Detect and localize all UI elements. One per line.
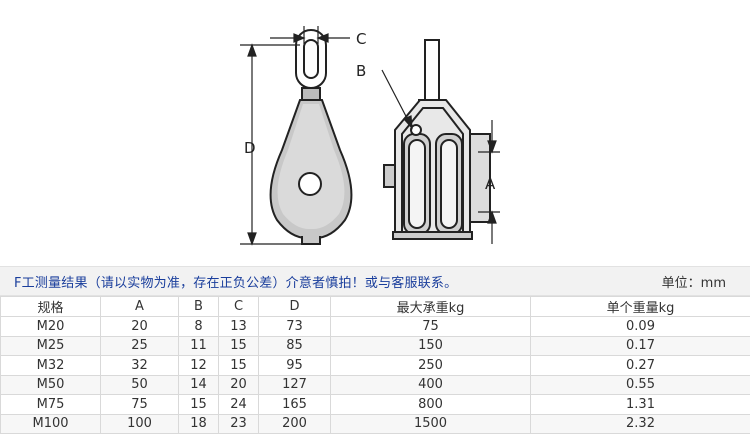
spec-table: 规格 A B C D 最大承重kg 单个重量kg M20 20 8 13 73 … — [0, 296, 750, 434]
cell-spec: M32 — [0, 355, 101, 376]
cell-a: 100 — [100, 413, 179, 434]
cell-max-load: 400 — [330, 374, 531, 395]
header-b: B — [178, 296, 219, 317]
cell-a: 32 — [100, 355, 179, 376]
cell-c: 20 — [218, 374, 259, 395]
label-c: C — [356, 30, 366, 48]
pulley-front-view — [383, 39, 491, 240]
cell-unit-weight: 0.17 — [530, 335, 750, 356]
cell-unit-weight: 0.09 — [530, 316, 750, 337]
cell-unit-weight: 0.55 — [530, 374, 750, 395]
unit-label: 单位：mm — [661, 276, 726, 291]
cell-max-load: 250 — [330, 355, 531, 376]
cell-d: 127 — [258, 374, 331, 395]
dimension-a — [478, 120, 500, 244]
cell-c: 13 — [218, 316, 259, 337]
table-row: M50 50 14 20 127 400 0.55 — [0, 374, 750, 395]
cell-max-load: 75 — [330, 316, 531, 337]
header-unit-weight: 单个重量kg — [530, 296, 750, 317]
label-a: A — [485, 175, 496, 193]
table-row: M32 32 12 15 95 250 0.27 — [0, 355, 750, 376]
dimension-c — [270, 26, 350, 44]
cell-max-load: 150 — [330, 335, 531, 356]
cell-d: 85 — [258, 335, 331, 356]
cell-b: 12 — [178, 355, 219, 376]
dimension-b — [381, 69, 413, 130]
cell-d: 200 — [258, 413, 331, 434]
header-d: D — [258, 296, 331, 317]
cell-a: 50 — [100, 374, 179, 395]
cell-spec: M25 — [0, 335, 101, 356]
table-row: M75 75 15 24 165 800 1.31 — [0, 394, 750, 415]
cell-max-load: 800 — [330, 394, 531, 415]
cell-spec: M20 — [0, 316, 101, 337]
header-spec: 规格 — [0, 296, 101, 317]
cell-a: 75 — [100, 394, 179, 415]
cell-d: 95 — [258, 355, 331, 376]
cell-spec: M50 — [0, 374, 101, 395]
cell-b: 8 — [178, 316, 219, 337]
label-d: D — [244, 139, 256, 157]
cell-spec: M75 — [0, 394, 101, 415]
table-header-row: 规格 A B C D 最大承重kg 单个重量kg — [0, 296, 750, 317]
cell-spec: M100 — [0, 413, 101, 434]
pulley-side-view — [269, 29, 353, 245]
cell-c: 23 — [218, 413, 259, 434]
cell-max-load: 1500 — [330, 413, 531, 434]
header-c: C — [218, 296, 259, 317]
cell-b: 14 — [178, 374, 219, 395]
cell-a: 25 — [100, 335, 179, 356]
measurement-note-bar: F工测量结果（请以实物为准，存在正负公差）介意者慎拍！或与客服联系。 单位：mm — [0, 266, 750, 296]
table-row: M20 20 8 13 73 75 0.09 — [0, 316, 750, 337]
cell-c: 15 — [218, 335, 259, 356]
measurement-note: F工测量结果（请以实物为准，存在正负公差）介意者慎拍！或与客服联系。 — [14, 276, 458, 291]
table-row: M25 25 11 15 85 150 0.17 — [0, 335, 750, 356]
cell-unit-weight: 0.27 — [530, 355, 750, 376]
header-max-load: 最大承重kg — [330, 296, 531, 317]
cell-b: 15 — [178, 394, 219, 415]
cell-d: 73 — [258, 316, 331, 337]
cell-b: 11 — [178, 335, 219, 356]
dimension-d — [240, 43, 302, 246]
header-a: A — [100, 296, 179, 317]
label-b: B — [356, 62, 366, 80]
cell-unit-weight: 2.32 — [530, 413, 750, 434]
pulley-drawing: D C B — [240, 26, 500, 246]
cell-b: 18 — [178, 413, 219, 434]
cell-a: 20 — [100, 316, 179, 337]
cell-c: 15 — [218, 355, 259, 376]
cell-c: 24 — [218, 394, 259, 415]
table-row: M100 100 18 23 200 1500 2.32 — [0, 413, 750, 434]
cell-unit-weight: 1.31 — [530, 394, 750, 415]
cell-d: 165 — [258, 394, 331, 415]
